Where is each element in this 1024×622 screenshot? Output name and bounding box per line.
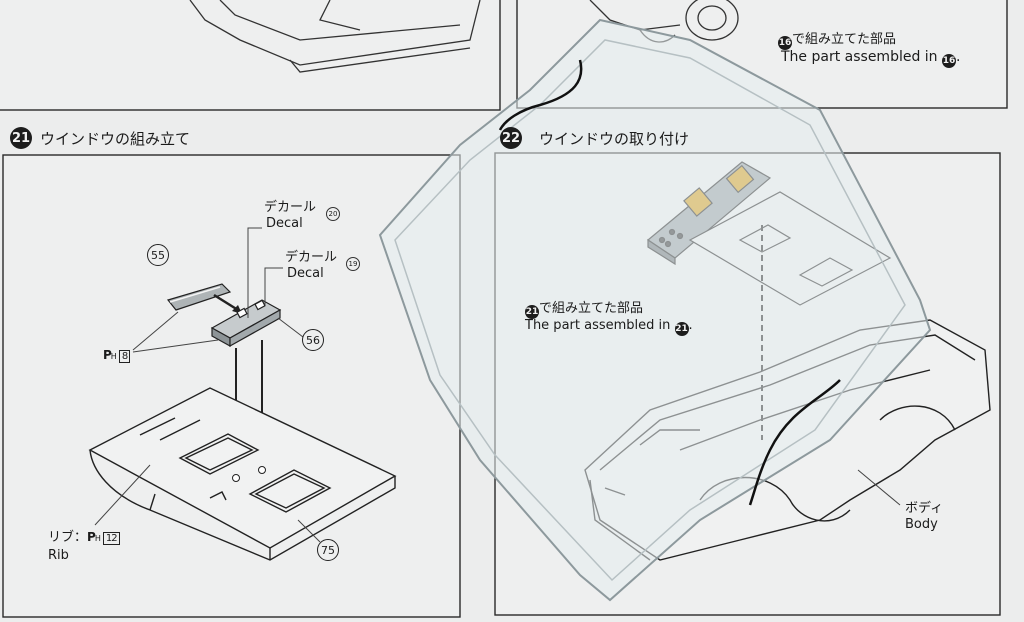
part-number-75: 75 [317, 539, 339, 561]
rib-number: 12 [102, 532, 120, 545]
step22-title: ウインドウの取り付け [539, 130, 690, 148]
ph8-leaders [132, 311, 219, 353]
step21-title: ウインドウの組み立て [40, 130, 191, 148]
decal20-label-jp: デカール [264, 200, 317, 215]
step16-note-en: The part assembled in 16. [781, 49, 961, 68]
step22-assembled-jp-text: で組み立てた部品 [539, 301, 644, 316]
step22-assembled-en-text: The part assembled in [525, 318, 671, 333]
decal-leaders [247, 227, 283, 318]
ph8-sub: H [110, 352, 117, 361]
ph8-number: 8 [118, 350, 131, 363]
step16-note-en-text: The part assembled in [781, 49, 938, 65]
rib-label-en: Rib [48, 548, 69, 563]
part56-drawing [210, 299, 282, 348]
step16-ref-badge: 16 [778, 36, 792, 50]
decal20-label-en: Decal [266, 216, 303, 231]
arrow-55-to-56 [213, 293, 239, 312]
rib-ph-letter: P [87, 530, 96, 544]
step16-note-jp-text: で組み立てた部品 [792, 32, 897, 47]
prev-floor-drawing [189, 0, 481, 73]
step22-assembled-jp: 21で組み立てた部品 [525, 297, 643, 319]
ph8-letter: P [103, 348, 112, 362]
body-leader [857, 469, 901, 506]
decal19-number: 19 [346, 257, 360, 271]
decal20-number: 20 [326, 207, 340, 221]
step22-badge: 22 [500, 127, 522, 149]
step22-assembled-en: The part assembled in 21. [525, 318, 693, 336]
step21-ref-badge-en: 21 [674, 322, 689, 336]
body-label-en: Body [905, 517, 938, 532]
clear-window-part [378, 18, 932, 602]
rib-label-jp: リブ： [48, 530, 88, 545]
step16-ref-badge-en: 16 [942, 54, 957, 68]
rib-leader [94, 464, 151, 526]
step16-note-jp: 16で組み立てた部品 [778, 28, 896, 50]
part75-leader [297, 519, 321, 543]
part-number-56: 56 [302, 329, 324, 351]
decal19-label-jp: デカール [285, 250, 338, 265]
step21-ref-badge: 21 [525, 305, 539, 319]
part75-drawing [88, 387, 397, 561]
part55-drawing [166, 283, 232, 311]
decal19-label-en: Decal [287, 266, 324, 281]
rib-ph-sub: H [94, 534, 101, 543]
part-number-55: 55 [147, 244, 169, 266]
step21-badge: 21 [10, 127, 32, 149]
part56-leader [277, 317, 304, 338]
body-label-jp: ボディ [905, 501, 944, 516]
